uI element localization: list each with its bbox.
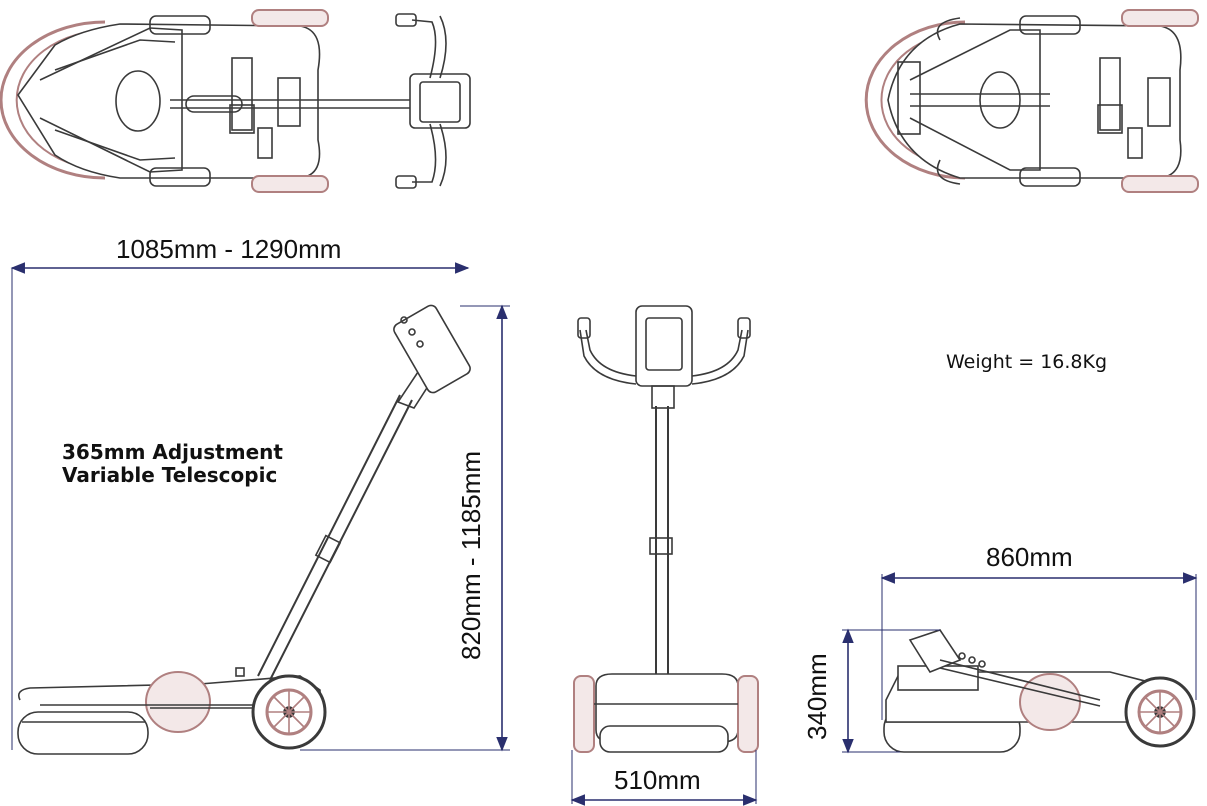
- top-wheel-upper: [251, 9, 329, 27]
- side-skid: [17, 711, 149, 755]
- adjustment-note-line1: 365mm Adjustment: [62, 440, 283, 464]
- chassis-outline: [17, 23, 321, 179]
- front-view: [573, 305, 759, 753]
- side-display: [393, 304, 471, 394]
- battery-oval: [115, 70, 161, 132]
- folded-length-label: 860mm: [986, 542, 1073, 572]
- top-display: [409, 73, 471, 129]
- folded-height-label: 340mm: [802, 653, 832, 740]
- telescopic-pole: [257, 394, 413, 681]
- top-view-folded: [864, 9, 1199, 193]
- front-handlebar: [585, 329, 743, 377]
- side-view-folded: [883, 629, 1196, 753]
- front-wheel-left: [573, 675, 595, 753]
- dimension-lines: [10, 262, 1198, 806]
- side-view-extended: [17, 304, 471, 755]
- front-wheel-right: [737, 675, 759, 753]
- height-range-label: 820mm - 1185mm: [456, 450, 486, 660]
- weight-label: Weight = 16.8Kg: [946, 351, 1108, 373]
- folded-display: [897, 665, 979, 691]
- rear-roller-outline: [0, 20, 106, 180]
- length-range-label: 1085mm - 1290mm: [116, 234, 342, 264]
- width-label: 510mm: [614, 765, 701, 795]
- front-pole: [655, 406, 669, 674]
- top-view-extended: [0, 9, 471, 193]
- adjustment-note-line2: Variable Telescopic: [62, 463, 278, 487]
- top-wheel-lower: [251, 175, 329, 193]
- side-roller: [145, 671, 211, 733]
